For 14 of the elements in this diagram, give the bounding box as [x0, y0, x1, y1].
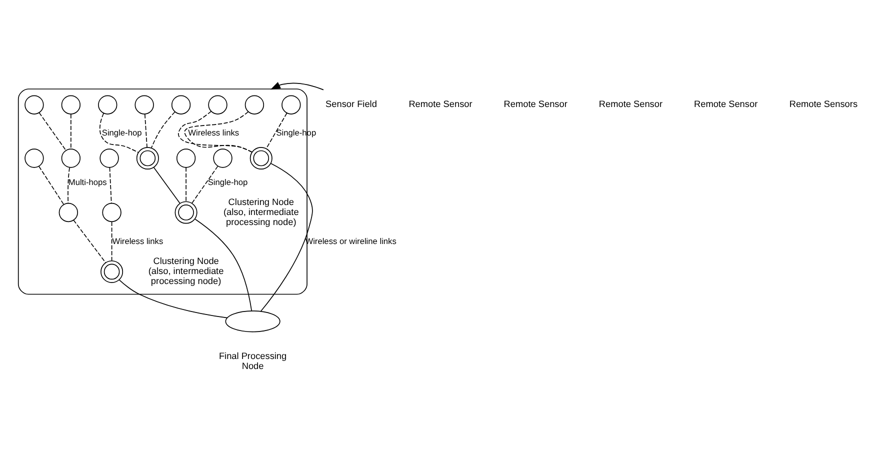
label: Remote Sensor	[504, 98, 568, 109]
edge-label: Single-hop	[102, 127, 142, 138]
label: Remote Sensor	[408, 98, 472, 109]
node-label: Final Processing Node	[218, 350, 287, 371]
label: Remote Sensor	[694, 98, 758, 109]
node-label: Clustering Node (also, intermediate processing node)	[223, 196, 299, 226]
node-label: Clustering Node (also, intermediate processing node)	[148, 256, 224, 286]
label: Remote Sensor	[598, 98, 663, 109]
label: Remote Sensors	[789, 98, 858, 109]
edge-label: Multi-hops	[68, 176, 107, 186]
edge-label: Single-hop	[208, 176, 248, 186]
edge-label: Wireless links	[188, 127, 240, 138]
node-text: Sensor Field	[326, 98, 377, 109]
edge-label: Wireless links	[112, 236, 164, 246]
